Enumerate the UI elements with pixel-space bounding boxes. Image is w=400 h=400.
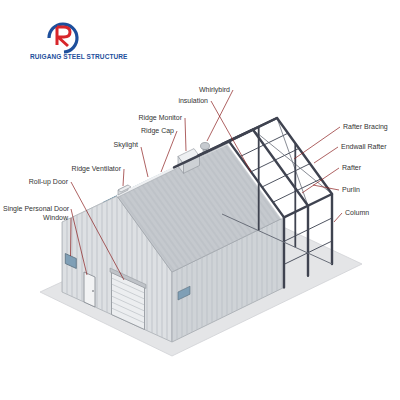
leader-line: [185, 118, 186, 151]
logo-arc: [49, 24, 77, 52]
leader-line: [334, 213, 342, 222]
roll-up-door: [110, 268, 146, 330]
brand-name: RUIGANG STEEL STRUCTURE: [30, 53, 128, 61]
leader-line: [123, 169, 124, 186]
part-label: Endwall Rafter: [341, 143, 387, 151]
part-label: Purlin: [342, 186, 360, 194]
ridge-ventilator: [118, 185, 131, 195]
part-label: Ridge Cap: [141, 127, 174, 135]
part-label: Single Personal Door: [3, 205, 69, 213]
part-label: Ridge Ventilator: [72, 165, 121, 173]
part-label: Rafter: [342, 164, 361, 172]
leader-line: [302, 168, 339, 193]
leader-line: [70, 218, 72, 256]
part-label: Column: [345, 209, 369, 217]
logo-icon: [49, 24, 77, 52]
endwall-rafter: [222, 118, 332, 264]
personal-door: [84, 272, 95, 307]
ridge-cap-edge: [117, 143, 229, 198]
door-header: [110, 268, 146, 289]
part-label: Roll-up Door: [29, 178, 68, 186]
part-label: insulation: [178, 97, 208, 105]
leader-line: [71, 182, 124, 280]
window: [178, 286, 190, 300]
ventilator-top: [118, 185, 131, 192]
logo-mark: [57, 27, 70, 46]
whirlybird-dome: [201, 143, 210, 150]
rigid-frames: [174, 118, 332, 287]
endwall-columns: [259, 127, 296, 248]
leader-line: [313, 185, 339, 190]
part-label: Ridge Monitor: [138, 114, 182, 122]
base-angle: [222, 214, 332, 264]
leader-line: [294, 127, 340, 159]
door-handle: [92, 290, 94, 292]
door-panel: [112, 273, 145, 330]
part-label: Skylight: [113, 141, 138, 149]
leader-line: [161, 131, 177, 172]
eave-strut: [284, 194, 332, 217]
part-label: Window: [43, 214, 68, 222]
leader-line: [71, 209, 87, 275]
leader-line: [211, 101, 251, 172]
leader-line: [314, 147, 338, 163]
part-label: Rafter Bracing: [343, 123, 388, 131]
leader-line: [141, 147, 148, 177]
ridge-beam: [229, 118, 277, 141]
part-label: Whirlybird: [199, 86, 230, 94]
leader-lines: [71, 90, 343, 280]
